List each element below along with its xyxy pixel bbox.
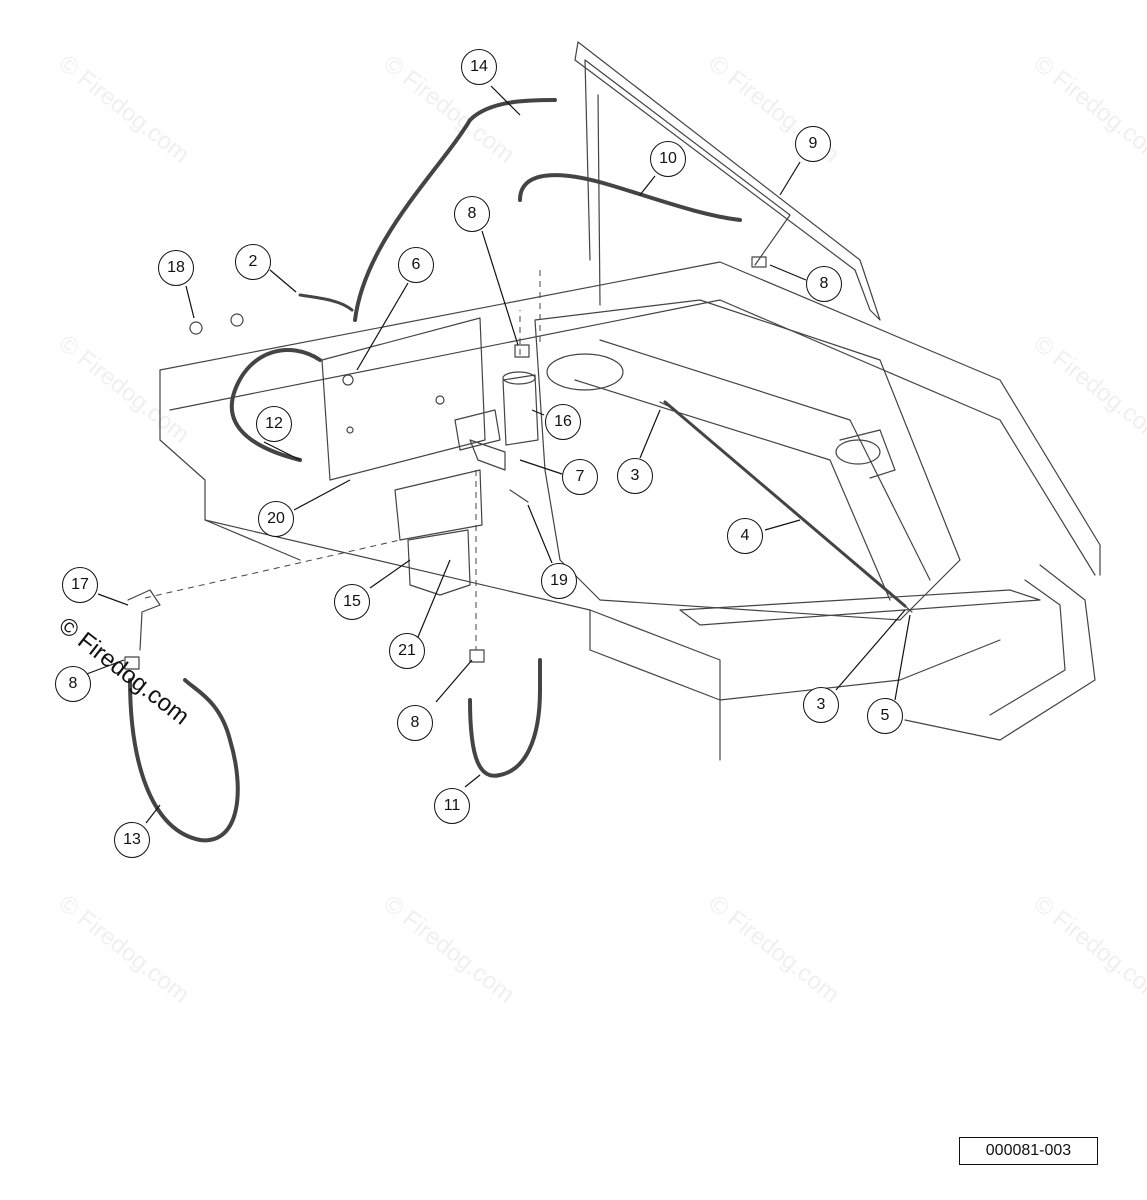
part-label-9[interactable]: 9 bbox=[795, 126, 831, 162]
clamp-8-bottom bbox=[469, 649, 485, 663]
part-label-12[interactable]: 12 bbox=[256, 406, 292, 442]
part-label-19[interactable]: 19 bbox=[541, 563, 577, 599]
part-label-3[interactable]: 3 bbox=[617, 458, 653, 494]
part-label-18[interactable]: 18 bbox=[158, 250, 194, 286]
part-label-20[interactable]: 20 bbox=[258, 501, 294, 537]
part-label-10[interactable]: 10 bbox=[650, 141, 686, 177]
hose-12 bbox=[229, 348, 322, 462]
part-label-21[interactable]: 21 bbox=[389, 633, 425, 669]
part-label-6[interactable]: 6 bbox=[398, 247, 434, 283]
frame-inner-rail bbox=[169, 299, 1096, 576]
bolt-19 bbox=[509, 489, 529, 503]
fitting-3-bottom bbox=[897, 599, 913, 613]
elbow-fitting-17 bbox=[127, 589, 161, 651]
frame-left-end bbox=[159, 369, 301, 561]
tank-sender-plate bbox=[546, 353, 624, 391]
nut-18b bbox=[230, 313, 244, 327]
part-label-8[interactable]: 8 bbox=[806, 266, 842, 302]
fuel-tank-ridge bbox=[599, 339, 931, 581]
part-label-8[interactable]: 8 bbox=[55, 666, 91, 702]
crossmember bbox=[679, 589, 1041, 626]
fuel-line-4 bbox=[663, 400, 907, 608]
clamp-8-top bbox=[514, 344, 530, 358]
clamp-8-right bbox=[751, 256, 767, 268]
right-bumper bbox=[904, 564, 1096, 741]
part-label-3[interactable]: 3 bbox=[803, 687, 839, 723]
part-label-16[interactable]: 16 bbox=[545, 404, 581, 440]
part-label-8[interactable]: 8 bbox=[454, 196, 490, 232]
hose-13 bbox=[128, 678, 240, 843]
frame-top-rail bbox=[159, 261, 1101, 576]
hose-10 bbox=[518, 173, 742, 222]
part-label-11[interactable]: 11 bbox=[434, 788, 470, 824]
fuel-tank-outline bbox=[534, 299, 961, 621]
nut-18a bbox=[189, 321, 203, 335]
fuel-filter-16 bbox=[502, 374, 539, 446]
part-label-13[interactable]: 13 bbox=[114, 822, 150, 858]
bracket-9 bbox=[574, 41, 881, 321]
mounting-bracket-plate bbox=[321, 317, 486, 481]
part-label-15[interactable]: 15 bbox=[334, 584, 370, 620]
fitting-3-top bbox=[659, 401, 673, 409]
part-label-2[interactable]: 2 bbox=[235, 244, 271, 280]
hose-11 bbox=[468, 658, 542, 778]
fuel-tank-ridge-2 bbox=[574, 379, 891, 601]
part-label-17[interactable]: 17 bbox=[62, 567, 98, 603]
fuel-cap bbox=[835, 439, 881, 465]
clamp-8-left bbox=[124, 656, 140, 670]
part-label-8[interactable]: 8 bbox=[397, 705, 433, 741]
part-label-4[interactable]: 4 bbox=[727, 518, 763, 554]
part-label-14[interactable]: 14 bbox=[461, 49, 497, 85]
hose-2 bbox=[298, 293, 354, 312]
part-label-5[interactable]: 5 bbox=[867, 698, 903, 734]
frame-lower-rail bbox=[589, 609, 1001, 701]
hose-14 bbox=[353, 98, 557, 322]
right-bumper-inner bbox=[989, 579, 1066, 716]
cap-neck bbox=[839, 429, 896, 479]
panel-outline bbox=[584, 59, 601, 306]
frame-lower-skirt bbox=[204, 519, 721, 761]
reference-code: 000081-003 bbox=[959, 1137, 1098, 1165]
pressure-regulator bbox=[454, 409, 501, 451]
fuel-pump-15 bbox=[407, 529, 471, 596]
part-label-7[interactable]: 7 bbox=[562, 459, 598, 495]
